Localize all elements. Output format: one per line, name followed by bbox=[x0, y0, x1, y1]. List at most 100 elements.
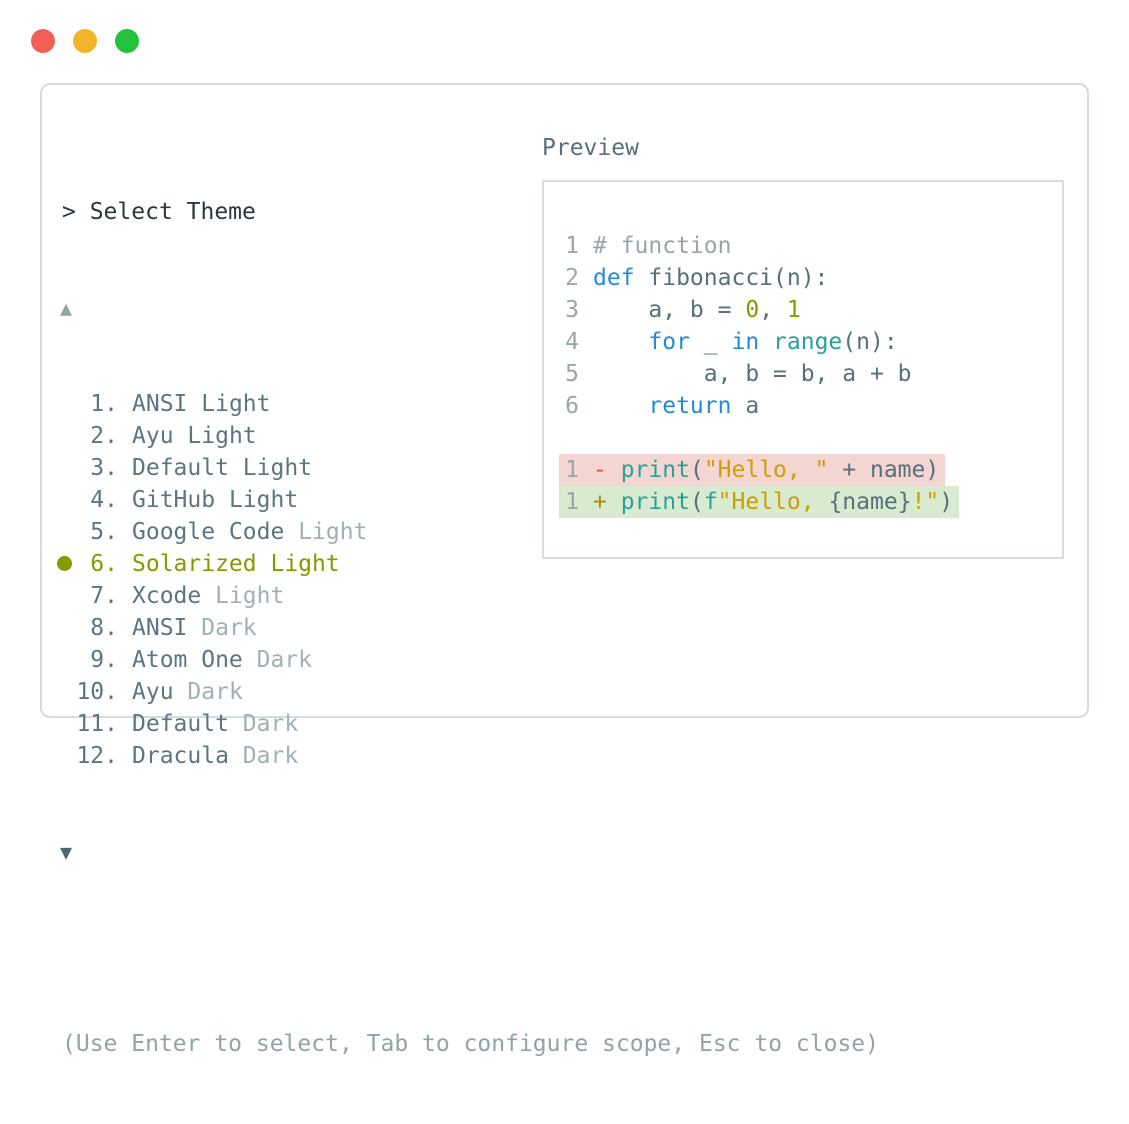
theme-number: 1. bbox=[76, 388, 118, 420]
triangle-down-icon: ▼ bbox=[60, 840, 72, 864]
code-token-plain: ( bbox=[690, 489, 704, 515]
theme-option-ayu-dark[interactable]: 10. Ayu Dark bbox=[56, 676, 879, 708]
theme-option-xcode-light[interactable]: 7.Xcode Light bbox=[56, 580, 879, 612]
theme-label: Dracula Dark bbox=[132, 740, 298, 772]
theme-label: Atom One Dark bbox=[132, 644, 312, 676]
theme-number: 8. bbox=[76, 612, 118, 644]
line-number: 1 bbox=[565, 486, 579, 518]
theme-variant: Light bbox=[270, 551, 339, 577]
code-token-plain: fibonacci(n): bbox=[635, 265, 829, 291]
code-token-string: "Hello, " bbox=[704, 457, 829, 483]
theme-name: GitHub bbox=[132, 487, 215, 513]
blank-line bbox=[565, 422, 959, 454]
theme-name: Google Code bbox=[132, 519, 284, 545]
theme-option-atom-one-dark[interactable]: 9. Atom One Dark bbox=[56, 644, 879, 676]
theme-name: Xcode bbox=[132, 583, 201, 609]
marker-spacer bbox=[56, 516, 76, 548]
dialog-title-text: Select Theme bbox=[90, 199, 256, 225]
theme-label: Ayu Light bbox=[132, 420, 257, 452]
code-token-plain bbox=[759, 329, 773, 355]
code-line: 5 a, b = b, a + b bbox=[565, 358, 959, 390]
theme-number: 11. bbox=[76, 708, 118, 740]
code-token-plain bbox=[593, 329, 648, 355]
scroll-down-indicator[interactable]: ▼ bbox=[56, 836, 879, 868]
line-number: 1 bbox=[565, 454, 579, 486]
code-token-string: !" bbox=[912, 489, 940, 515]
theme-name: Default bbox=[132, 455, 229, 481]
marker-spacer bbox=[56, 452, 76, 484]
line-number: 1 bbox=[565, 230, 579, 262]
code-token-plain: ) bbox=[939, 489, 953, 515]
code-token-function: range bbox=[773, 329, 842, 355]
theme-label: Default Dark bbox=[132, 708, 298, 740]
theme-variant: Light bbox=[243, 455, 312, 481]
marker-spacer bbox=[56, 484, 76, 516]
close-window-button[interactable] bbox=[31, 29, 55, 53]
theme-label: Default Light bbox=[132, 452, 312, 484]
code-token-plain: ( bbox=[690, 457, 704, 483]
code-token-plain bbox=[593, 393, 648, 419]
theme-name: Dracula bbox=[132, 743, 229, 769]
code-token-plain: {name} bbox=[828, 489, 911, 515]
theme-variant: Dark bbox=[243, 743, 298, 769]
theme-option-default-dark[interactable]: 11. Default Dark bbox=[56, 708, 879, 740]
diff-highlight-removed: 1- print("Hello, " + name) bbox=[559, 454, 945, 486]
theme-number: 10. bbox=[76, 676, 118, 708]
preview-label: Preview bbox=[542, 132, 639, 164]
code-token-plain: a, b = b, a + b bbox=[593, 361, 912, 387]
theme-number: 5. bbox=[76, 516, 118, 548]
minimize-window-button[interactable] bbox=[73, 29, 97, 53]
theme-variant: Light bbox=[229, 487, 298, 513]
theme-label: GitHub Light bbox=[132, 484, 298, 516]
marker-spacer bbox=[56, 420, 76, 452]
code-token-function: print bbox=[621, 489, 690, 515]
theme-variant: Dark bbox=[257, 647, 312, 673]
line-number: 4 bbox=[565, 326, 579, 358]
code-token-plain: a, b = bbox=[593, 297, 745, 323]
selected-bullet-icon bbox=[56, 548, 76, 580]
theme-name: Default bbox=[132, 711, 229, 737]
code-line: 6 return a bbox=[565, 390, 959, 422]
zoom-window-button[interactable] bbox=[115, 29, 139, 53]
bullet-dot-icon bbox=[57, 556, 72, 571]
theme-name: Solarized bbox=[132, 551, 257, 577]
theme-label: Google Code Light bbox=[132, 516, 367, 548]
marker-spacer bbox=[56, 580, 76, 612]
theme-name: ANSI bbox=[132, 391, 187, 417]
theme-name: ANSI bbox=[132, 615, 187, 641]
code-token-function: print bbox=[621, 457, 690, 483]
marker-spacer bbox=[56, 388, 76, 420]
theme-option-dracula-dark[interactable]: 12.Dracula Dark bbox=[56, 740, 879, 772]
triangle-up-icon: ▲ bbox=[60, 296, 72, 320]
code-token-plain: a bbox=[731, 393, 759, 419]
code-token-plain: (n): bbox=[842, 329, 897, 355]
code-token-added-marker: + bbox=[593, 489, 621, 515]
theme-option-ansi-dark[interactable]: 8.ANSI Dark bbox=[56, 612, 879, 644]
theme-name: Ayu bbox=[132, 679, 174, 705]
theme-number: 9. bbox=[76, 644, 118, 676]
window-traffic-lights bbox=[31, 29, 139, 53]
line-number: 3 bbox=[565, 294, 579, 326]
code-line: 4 for _ in range(n): bbox=[565, 326, 959, 358]
theme-label: Ayu Dark bbox=[132, 676, 243, 708]
code-token-plain: , bbox=[759, 297, 787, 323]
marker-spacer bbox=[56, 740, 76, 772]
code-token-number: 1 bbox=[787, 297, 801, 323]
marker-spacer bbox=[56, 612, 76, 644]
code-token-string: "Hello, bbox=[718, 489, 829, 515]
code-token-plain: + name) bbox=[828, 457, 939, 483]
code-token-comment: # function bbox=[593, 233, 731, 259]
code-token-plain: _ bbox=[690, 329, 732, 355]
theme-variant: Light bbox=[298, 519, 367, 545]
theme-variant: Dark bbox=[187, 679, 242, 705]
code-token-keyword: for bbox=[648, 329, 690, 355]
theme-label: ANSI Light bbox=[132, 388, 271, 420]
theme-label: Solarized Light bbox=[132, 548, 340, 580]
theme-number: 3. bbox=[76, 452, 118, 484]
theme-label: Xcode Light bbox=[132, 580, 284, 612]
theme-variant: Light bbox=[187, 423, 256, 449]
